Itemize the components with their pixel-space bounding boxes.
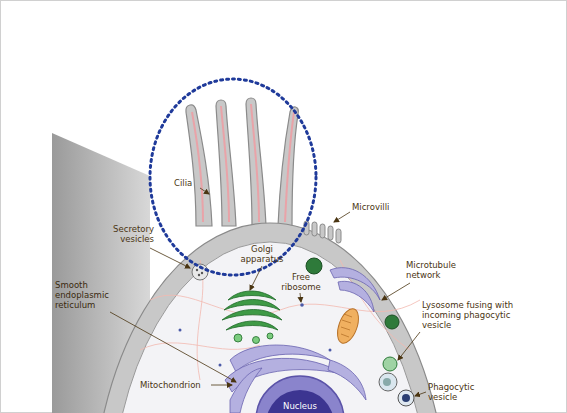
cilia: [186, 98, 298, 226]
mitochondrion: [333, 306, 362, 346]
cytoplasm: [110, 242, 430, 413]
part-label: Secretory vesicles: [92, 224, 154, 244]
part-label: Microtubule network: [406, 260, 478, 280]
part-label: Microvilli: [352, 202, 412, 212]
part-label: Phagocytic vesicle: [428, 382, 490, 402]
nucleus: [266, 390, 334, 413]
phagocytic-vesicle: [398, 390, 414, 406]
part-label: Smooth endoplasmic reticulum: [55, 280, 133, 310]
golgi-apparatus: [222, 291, 282, 344]
leader-lines: [110, 188, 426, 396]
part-label: Golgi apparatus: [234, 244, 290, 264]
part-label: Cilia: [174, 178, 204, 188]
nuclear-envelope: [256, 376, 344, 413]
part-label: Free ribosome: [276, 272, 326, 292]
part-label: Nucleus: [280, 401, 320, 411]
part-label: Mitochondrion: [140, 380, 210, 390]
part-label: Lysosome fusing with incoming phagocytic…: [422, 300, 522, 330]
microvilli: [304, 221, 341, 243]
cell-membrane: [92, 223, 448, 413]
lysosomes: [306, 258, 399, 391]
highlight-circle: [150, 79, 316, 275]
